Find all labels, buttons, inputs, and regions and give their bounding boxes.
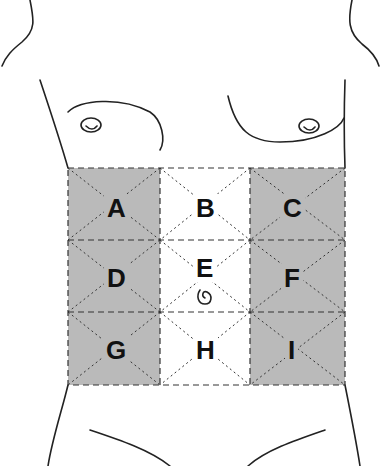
region-cell: I [285, 336, 298, 364]
region-letter: B [193, 194, 218, 222]
region-letter: C [280, 194, 305, 222]
region-letter: D [104, 264, 129, 292]
region-letter: F [281, 264, 303, 292]
region-cell: C [280, 194, 305, 222]
shaded-regions [68, 168, 345, 385]
region-cell: B [193, 194, 218, 222]
region-letter: E [193, 254, 216, 282]
region-letter: A [104, 194, 129, 222]
region-letter: I [285, 336, 298, 364]
region-cell: G [103, 336, 129, 364]
region-cell: F [281, 264, 303, 292]
region-letter: G [103, 336, 129, 364]
region-letter: H [193, 336, 218, 364]
grid-lines [68, 168, 345, 385]
region-cell: D [104, 264, 129, 292]
diagonal-lines [68, 168, 345, 385]
umbilicus [198, 290, 211, 304]
region-cell: E [193, 254, 216, 282]
region-cell: A [104, 194, 129, 222]
region-cell: H [193, 336, 218, 364]
